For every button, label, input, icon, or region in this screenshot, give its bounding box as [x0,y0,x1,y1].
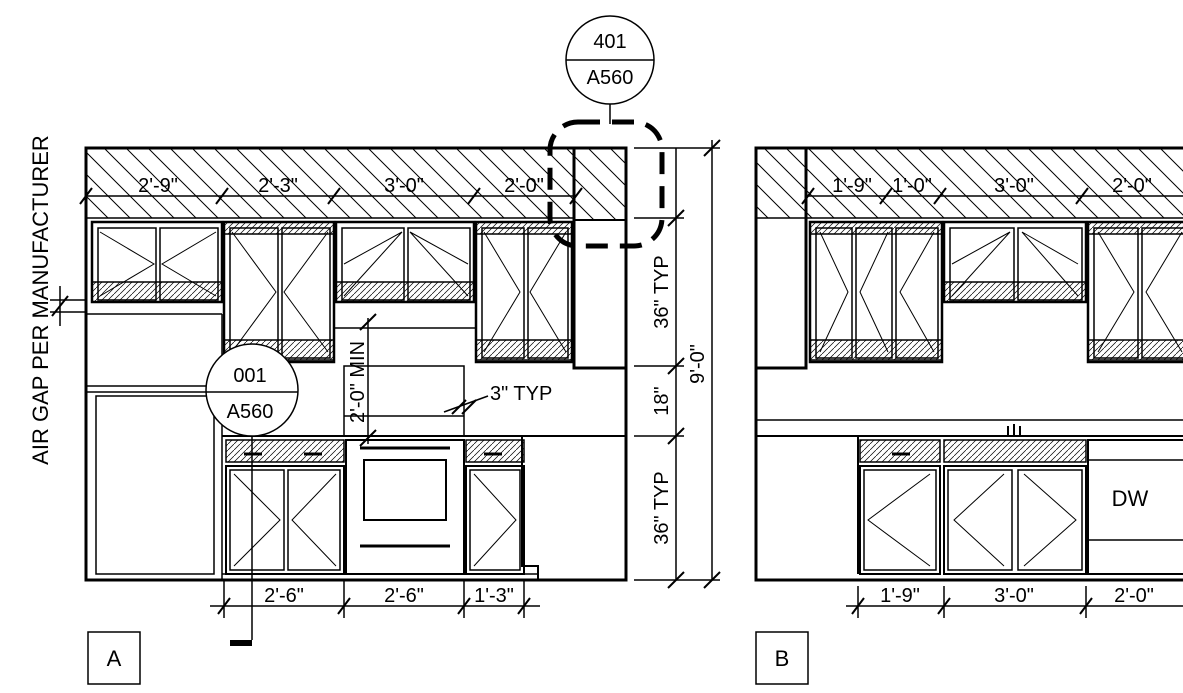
right-dim-a-3: 36" TYP [651,471,673,544]
typ-note-leader [443,395,489,415]
right-dim-a-1: 36" TYP [651,255,673,328]
base-cabinets-b [756,424,1183,575]
detail-top-sheet: A560 [587,67,634,89]
lower-dim-a-3: 1'-3" [474,585,514,607]
upper-dim-a-4: 2'-0" [504,175,544,197]
lower-dim-b-2: 3'-0" [994,585,1034,607]
air-gap-note: AIR GAP PER MANUFACTURER [28,135,53,465]
elevation-a-label-box [87,631,141,685]
corner-soffit-a [574,148,626,220]
upper-dimensions-b [801,187,1183,205]
lower-dim-a-1: 2'-6" [264,585,304,607]
upper-dim-a-1: 2'-9" [138,175,178,197]
upper-dim-b-3: 3'-0" [994,175,1034,197]
upper-dim-b-4: 2'-0" [1112,175,1152,197]
upper-dim-a-2: 2'-3" [258,175,298,197]
upper-dimensions-a [79,187,583,205]
upper-dim-a-3: 3'-0" [384,175,424,197]
upper-cabinets-a [90,220,574,364]
dishwasher-label: DW [1112,486,1149,511]
detail-boundary-dashed [547,119,665,249]
hood-clearance-label: 2'-0" MIN [347,341,369,423]
detail-mid-sheet: A560 [227,401,274,423]
lower-dimensions-a [210,580,540,618]
detail-top-number: 401 [593,31,626,53]
lower-dim-a-2: 2'-6" [384,585,424,607]
elevation-a-label: A [107,646,122,671]
fridge-a [86,313,223,580]
air-gap-marker [50,286,86,326]
detail-callout-top: 401 A560 [547,15,665,249]
elevation-a [84,146,628,582]
upper-cabinets-b [808,220,1183,364]
hood-clearance-dim [359,313,377,447]
elevation-b: DW 1'-9" 1'-0" 3'-0" 2'-0" [754,146,1183,582]
right-dim-a-2: 18" [651,386,673,415]
tall-panel-a [572,146,628,370]
lower-dim-b-3: 2'-0" [1114,585,1154,607]
upper-dim-b-2: 1'-0" [892,175,932,197]
upper-dim-b-1: 1'-9" [832,175,872,197]
overall-height-a: 9'-0" [687,344,709,384]
elevation-b-label: B [775,646,790,671]
base-cabinets-a [222,435,626,580]
lower-dim-b-1: 1'-9" [880,585,920,607]
typ-note: 3" TYP [490,383,552,405]
right-dimensions-a [634,139,721,589]
elevation-b-label-box [755,631,809,685]
lower-dimensions-b [846,586,1183,618]
soffit-a [86,148,574,218]
detail-mid-number: 001 [233,365,266,387]
